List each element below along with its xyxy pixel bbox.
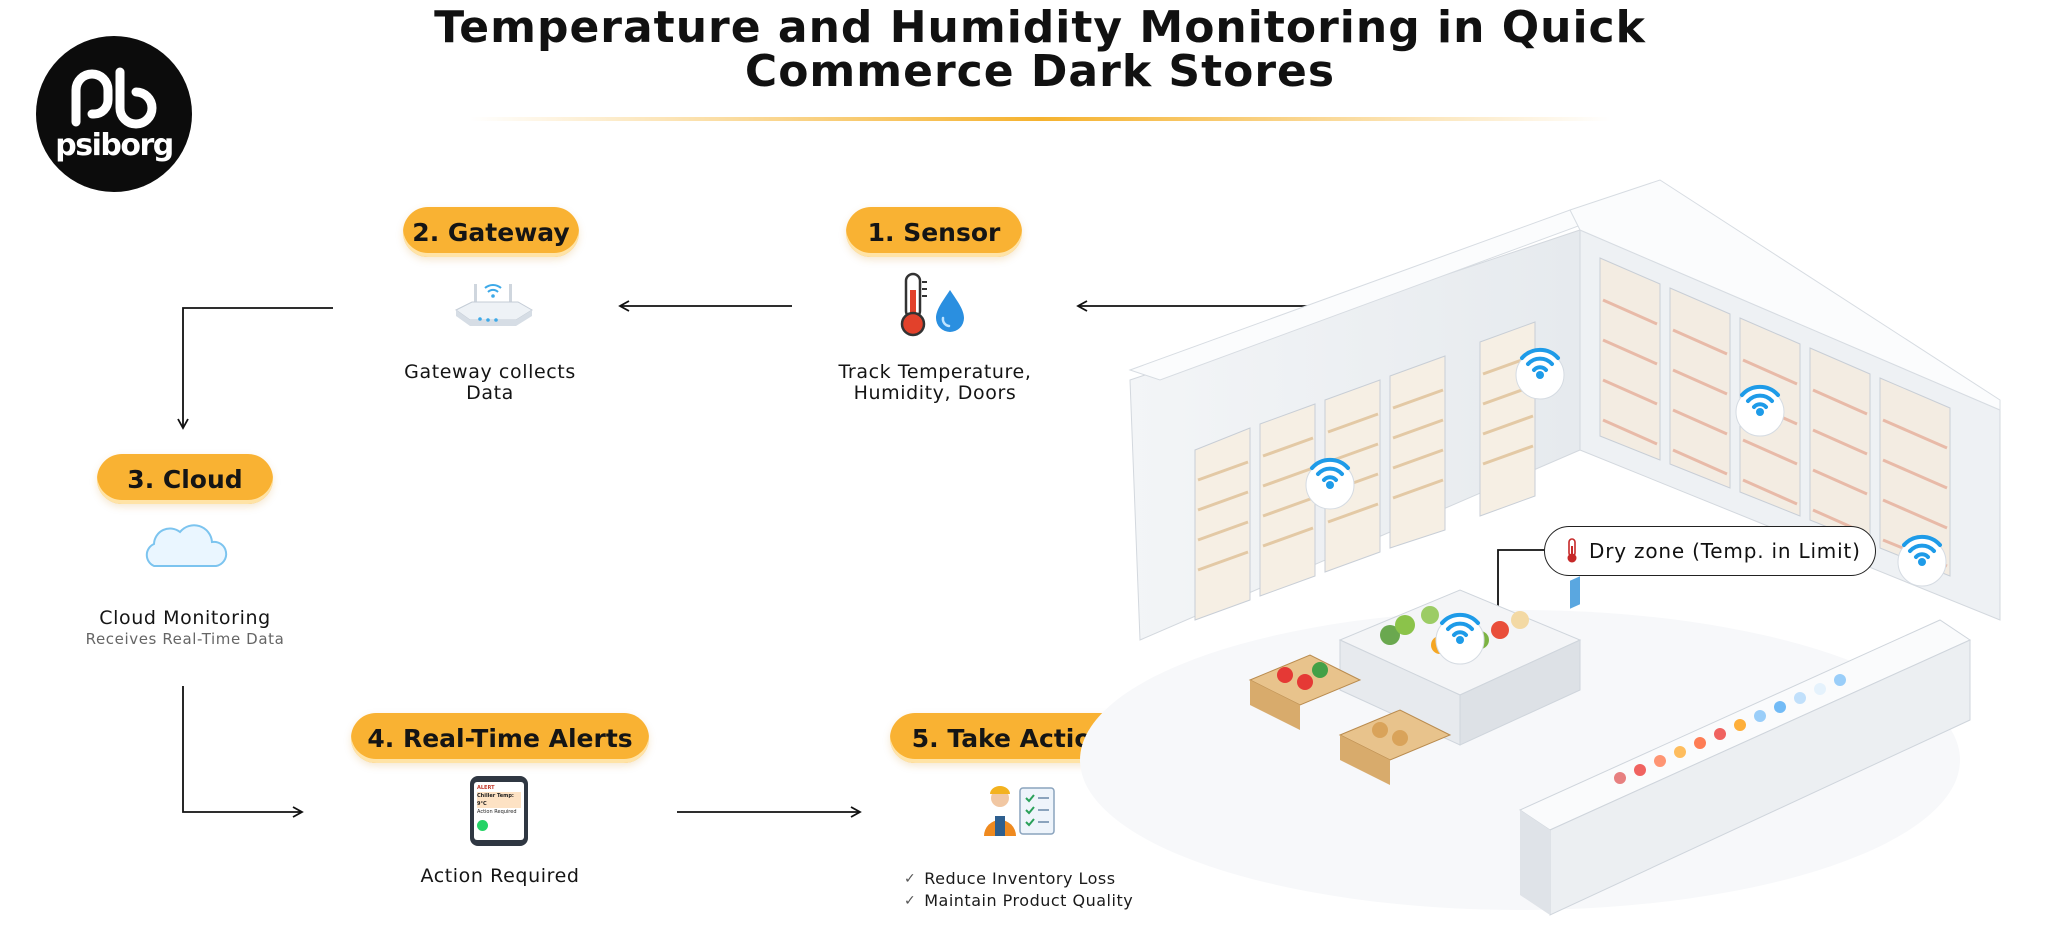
dark-store-illustration xyxy=(1080,179,2001,916)
shelving-wall-right xyxy=(1569,179,2001,621)
action-item: ✓ Maintain Product Quality xyxy=(904,890,1133,912)
worker-checklist-icon xyxy=(984,786,1055,836)
cloud-icon xyxy=(145,524,228,567)
sensor-desc-line-2: Humidity, Doors xyxy=(853,382,1017,404)
sensor-description: Track Temperature, Humidity, Doors xyxy=(800,362,1070,404)
actions-list: ✓ Reduce Inventory Loss ✓ Maintain Produ… xyxy=(904,868,1133,912)
wifi-sensor-pod xyxy=(1515,347,1565,400)
check-icon: ✓ xyxy=(904,893,917,909)
action-item-label: Reduce Inventory Loss xyxy=(924,869,1116,888)
phone-alert-icon: ALERT Chiller Temp: 9°C Action Required xyxy=(470,776,528,846)
gateway-description: Gateway collects Data xyxy=(370,362,610,404)
gateway-desc-line-1: Gateway collects xyxy=(404,361,576,383)
chiller-wall-left xyxy=(1128,209,1602,641)
title-divider xyxy=(470,117,1610,121)
sensor-desc-line-1: Track Temperature, xyxy=(838,361,1032,383)
arrow-gateway-to-cloud xyxy=(177,307,333,430)
psiborg-mark-icon xyxy=(71,67,157,129)
wifi-sensor-pod xyxy=(1735,384,1785,437)
wifi-sensor-pod xyxy=(1897,534,1947,587)
cloud-description: Cloud Monitoring xyxy=(99,607,271,629)
router-icon xyxy=(455,284,533,326)
title-line-2: Commerce Dark Stores xyxy=(744,46,1336,97)
gateway-desc-line-2: Data xyxy=(466,382,514,404)
psiborg-logo: psiborg xyxy=(36,36,192,192)
logo-text: psiborg xyxy=(55,128,174,163)
step-cloud-pill: 3. Cloud xyxy=(97,454,273,504)
dry-zone-callout: Dry zone (Temp. in Limit) xyxy=(1544,526,1876,576)
action-item: ✓ Reduce Inventory Loss xyxy=(904,868,1133,890)
arrow-cloud-to-alerts xyxy=(182,686,304,818)
alerts-description: Action Required xyxy=(420,865,580,887)
title-line-1: Temperature and Humidity Monitoring in Q… xyxy=(434,2,1646,53)
step-gateway-pill: 2. Gateway xyxy=(403,207,579,257)
step-alerts-pill: 4. Real-Time Alerts xyxy=(351,713,649,763)
wifi-sensor-pod xyxy=(1435,612,1485,665)
phone-alert-line-1: Chiller Temp: 9°C xyxy=(477,792,521,808)
thermometer-icon xyxy=(1567,538,1577,563)
phone-alert-title: ALERT xyxy=(477,785,495,791)
page-title: Temperature and Humidity Monitoring in Q… xyxy=(420,6,1660,94)
wifi-sensor-pod xyxy=(1305,457,1355,510)
callout-text: Dry zone (Temp. in Limit) xyxy=(1589,539,1861,563)
step-sensor-pill: 1. Sensor xyxy=(846,207,1022,257)
whatsapp-icon xyxy=(477,820,488,831)
front-chiller-counter xyxy=(1518,576,1972,916)
phone-alert-line-2: Action Required xyxy=(477,809,517,815)
thermometer-droplet-icon xyxy=(900,272,964,337)
cloud-subtext: Receives Real-Time Data xyxy=(85,630,285,648)
action-item-label: Maintain Product Quality xyxy=(924,891,1134,910)
check-icon: ✓ xyxy=(904,871,917,887)
